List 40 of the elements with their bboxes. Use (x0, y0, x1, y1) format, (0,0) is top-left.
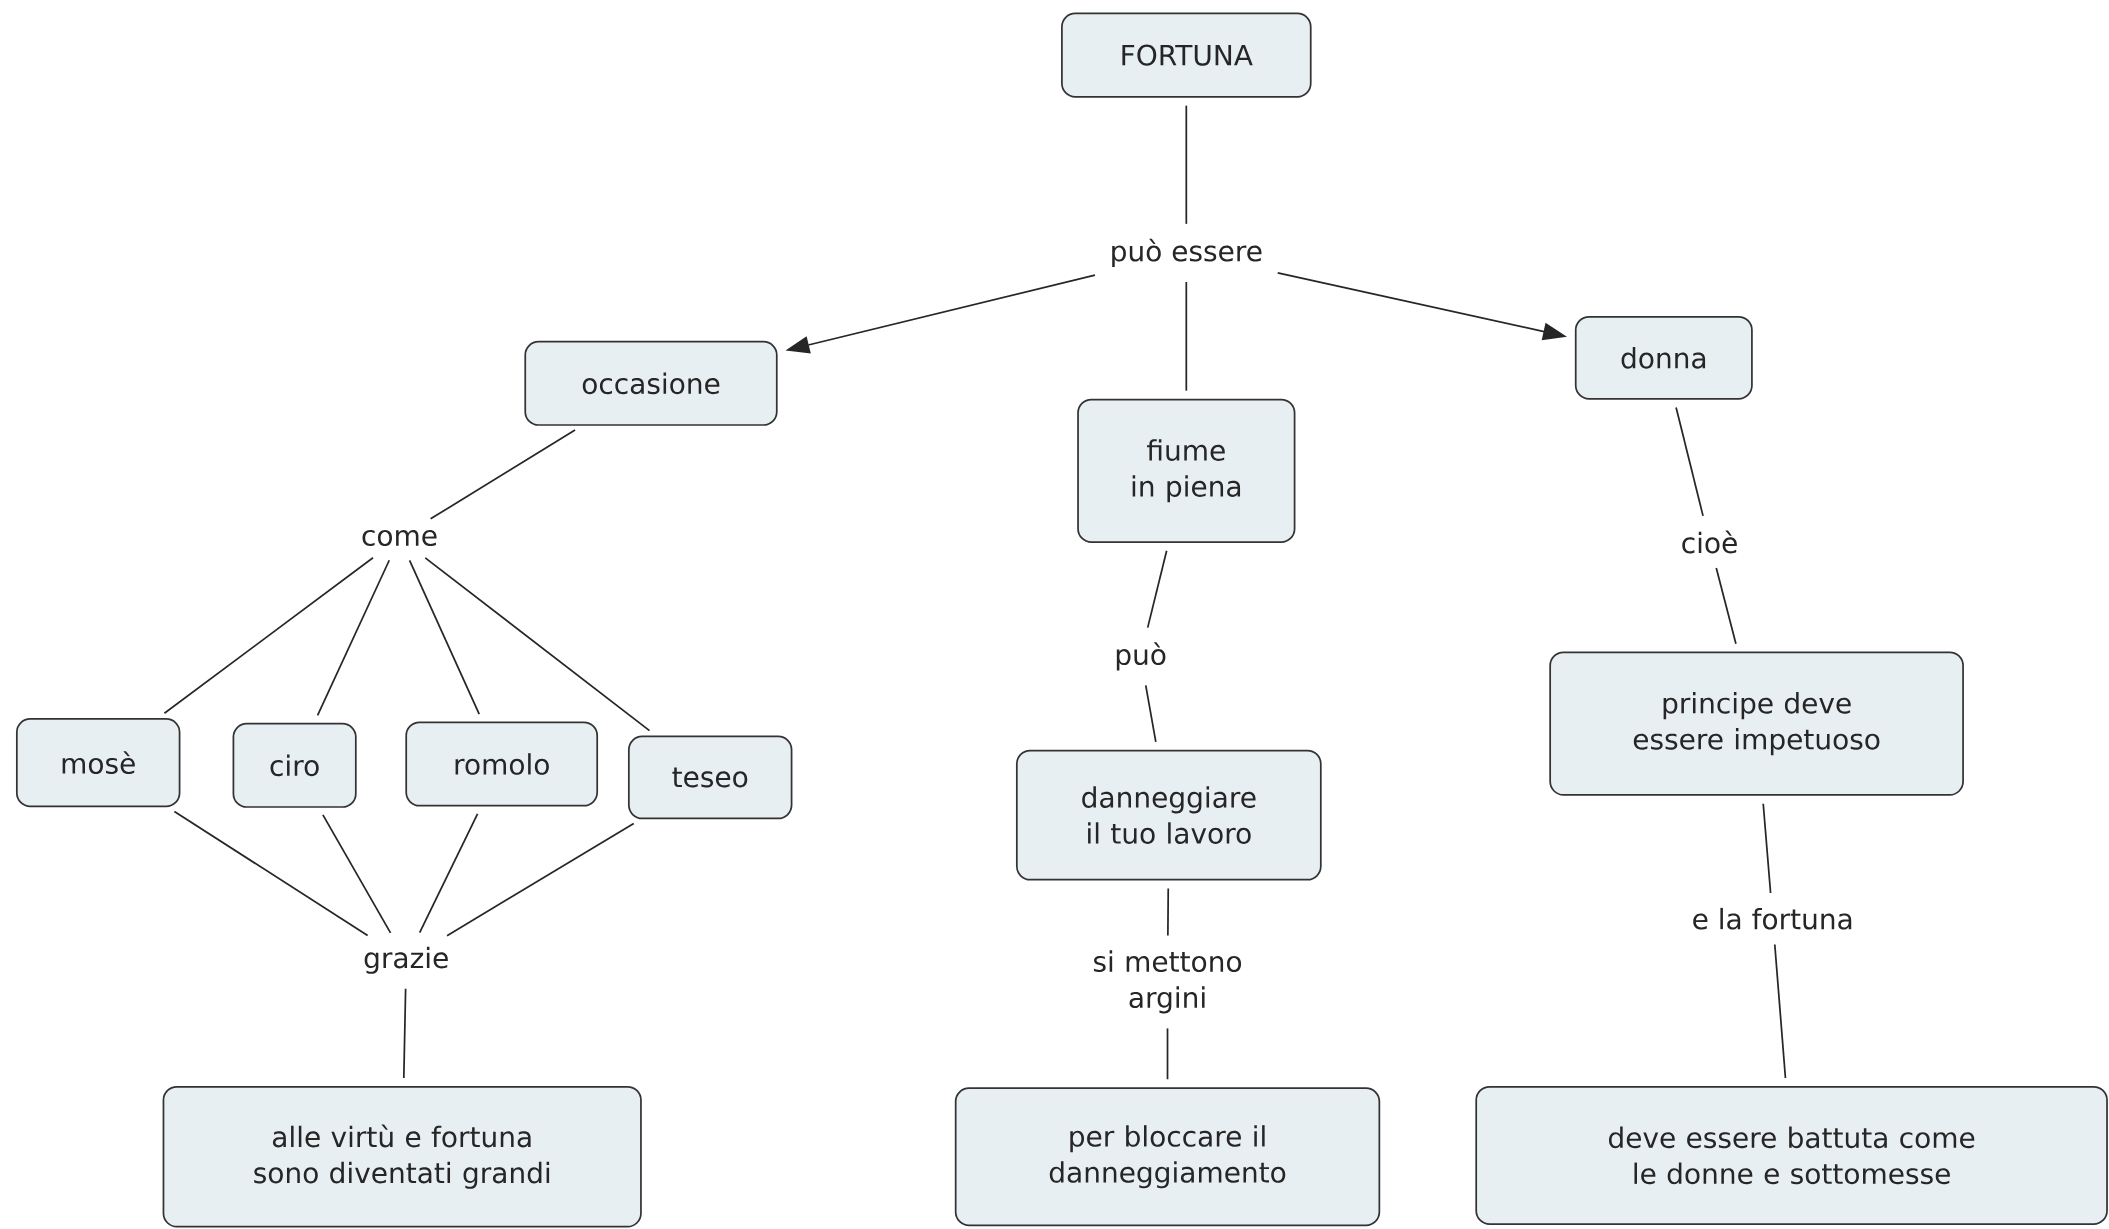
concept-box: mosè (15, 718, 181, 808)
concept-box: deve essere battuta come le donne e sottomesse (1475, 1085, 2108, 1225)
concept-box: teseo (627, 735, 793, 820)
concept-box: FORTUNA (1061, 12, 1312, 98)
concept-box: alle virtù e fortuna sono diventati grandi (162, 1085, 642, 1228)
linking-phrase: può (1116, 642, 1166, 671)
linking-phrase: come (362, 529, 437, 547)
linking-phrase: e la fortuna (1693, 907, 1852, 930)
connector-line (424, 557, 651, 732)
connector-line (402, 987, 407, 1079)
concept-box: ciro (232, 722, 357, 808)
connector-line (1185, 281, 1188, 392)
linking-phrase: grazie (364, 946, 448, 974)
connector-line (1715, 567, 1737, 645)
connector-line (1773, 943, 1787, 1079)
concept-box: danneggiare il tuo lavoro (1015, 749, 1322, 881)
connector-line (418, 812, 479, 934)
connector-line (1185, 104, 1188, 225)
concept-box: per bloccare il danneggiamento (954, 1087, 1381, 1227)
concept-box: fiume in piena (1077, 398, 1296, 543)
connector-line (1146, 549, 1168, 629)
connector-line (429, 429, 576, 520)
concept-box: occasione (524, 340, 778, 426)
concept-box: romolo (405, 721, 599, 807)
concept-box: donna (1574, 315, 1753, 400)
connector-line (316, 559, 391, 717)
connector-line (408, 559, 481, 716)
connector-line (173, 810, 369, 937)
concept-box: principe deve essere impetuoso (1549, 651, 1964, 796)
connector-line (446, 822, 635, 937)
connector-line (1675, 406, 1704, 517)
connector-line (322, 813, 392, 934)
linking-phrase: cioè (1682, 530, 1737, 554)
linking-phrase: può essere (1112, 238, 1262, 268)
connector-line (163, 556, 374, 715)
connector-line (1144, 684, 1157, 743)
connector-line (1762, 802, 1772, 894)
connector-line (1167, 887, 1170, 937)
linking-phrase: si mettono argini (1093, 950, 1242, 1014)
connector-line (1166, 1027, 1169, 1081)
